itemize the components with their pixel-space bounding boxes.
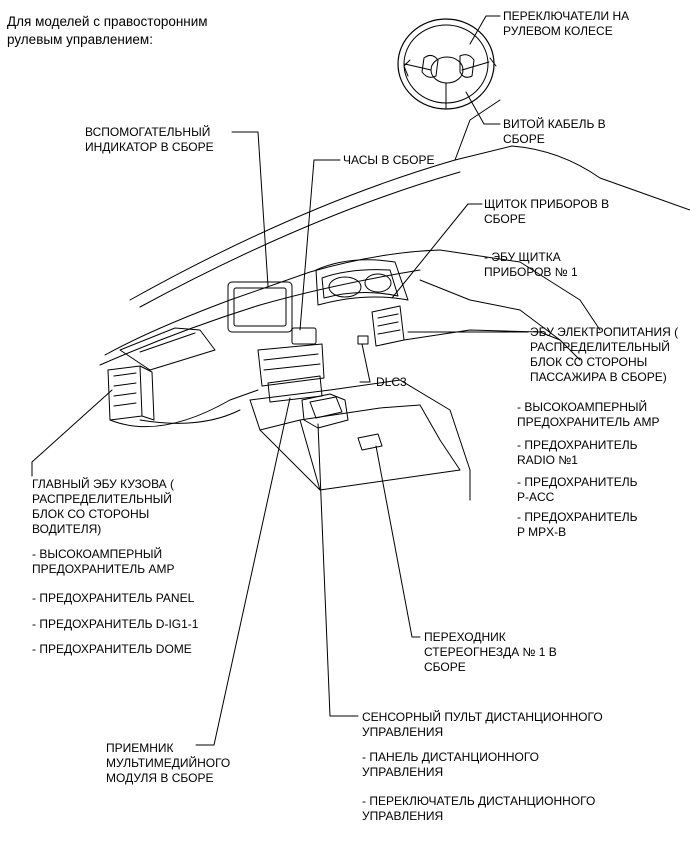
label-dlc3: DLC3 bbox=[376, 375, 407, 389]
label-remote-touch: СЕНСОРНЫЙ ПУЛЬТ ДИСТАНЦИОННОГО УПРАВЛЕНИ… bbox=[362, 710, 603, 739]
label-left-fuse-dig1: - ПРЕДОХРАНИТЕЛЬ D-IG1-1 bbox=[32, 617, 199, 631]
label-left-fuse-dome: - ПРЕДОХРАНИТЕЛЬ DOME bbox=[32, 642, 192, 656]
label-aux-indicator: ВСПОМОГАТЕЛЬНЫЙ ИНДИКАТОР В СБОРЕ bbox=[85, 125, 214, 154]
label-left-fuse-amp: - ВЫСОКОАМПЕРНЫЙ ПРЕДОХРАНИТЕЛЬ AMP bbox=[32, 547, 175, 576]
label-power-ecu: ЭБУ ЭЛЕКТРОПИТАНИЯ ( РАСПРЕДЕЛИТЕЛЬНЫЙ Б… bbox=[530, 325, 679, 384]
label-remote-switch: - ПЕРЕКЛЮЧАТЕЛЬ ДИСТАНЦИОННОГО УПРАВЛЕНИ… bbox=[362, 794, 596, 823]
label-meter-ecu: - ЭБУ ЩИТКА ПРИБОРОВ № 1 bbox=[484, 250, 578, 279]
steering-wheel-drawing bbox=[397, 18, 497, 110]
label-spiral-cable: ВИТОЙ КАБЕЛЬ В СБОРЕ bbox=[503, 117, 606, 146]
label-combination-meter: ЩИТОК ПРИБОРОВ В СБОРЕ bbox=[484, 197, 610, 226]
label-right-fuse-amp: - ВЫСОКОАМПЕРНЫЙ ПРЕДОХРАНИТЕЛЬ AMP bbox=[517, 400, 660, 429]
label-right-fuse-pmpxb: - ПРЕДОХРАНИТЕЛЬ P MPX-B bbox=[517, 510, 638, 539]
label-clock: ЧАСЫ В СБОРЕ bbox=[343, 153, 435, 167]
label-remote-panel: - ПАНЕЛЬ ДИСТАНЦИОННОГО УПРАВЛЕНИЯ bbox=[362, 750, 539, 779]
label-right-fuse-radio: - ПРЕДОХРАНИТЕЛЬ RADIO №1 bbox=[517, 438, 638, 467]
page-note: Для моделей с правосторонним рулевым упр… bbox=[7, 14, 208, 47]
label-main-body-ecu: ГЛАВНЫЙ ЭБУ КУЗОВА ( РАСПРЕДЕЛИТЕЛЬНЫЙ Б… bbox=[32, 477, 175, 536]
label-steering-switches: ПЕРЕКЛЮЧАТЕЛИ НА РУЛЕВОМ КОЛЕСЕ bbox=[503, 9, 630, 38]
label-stereo-jack: ПЕРЕХОДНИК СТЕРЕОГНЕЗДА № 1 В СБОРЕ bbox=[424, 630, 557, 674]
label-left-fuse-panel: - ПРЕДОХРАНИТЕЛЬ PANEL bbox=[32, 591, 195, 605]
label-multimedia-receiver: ПРИЕМНИК МУЛЬТИМЕДИЙНОГО МОДУЛЯ В СБОРЕ bbox=[106, 741, 231, 785]
label-right-fuse-pacc: - ПРЕДОХРАНИТЕЛЬ P-ACC bbox=[517, 475, 638, 504]
